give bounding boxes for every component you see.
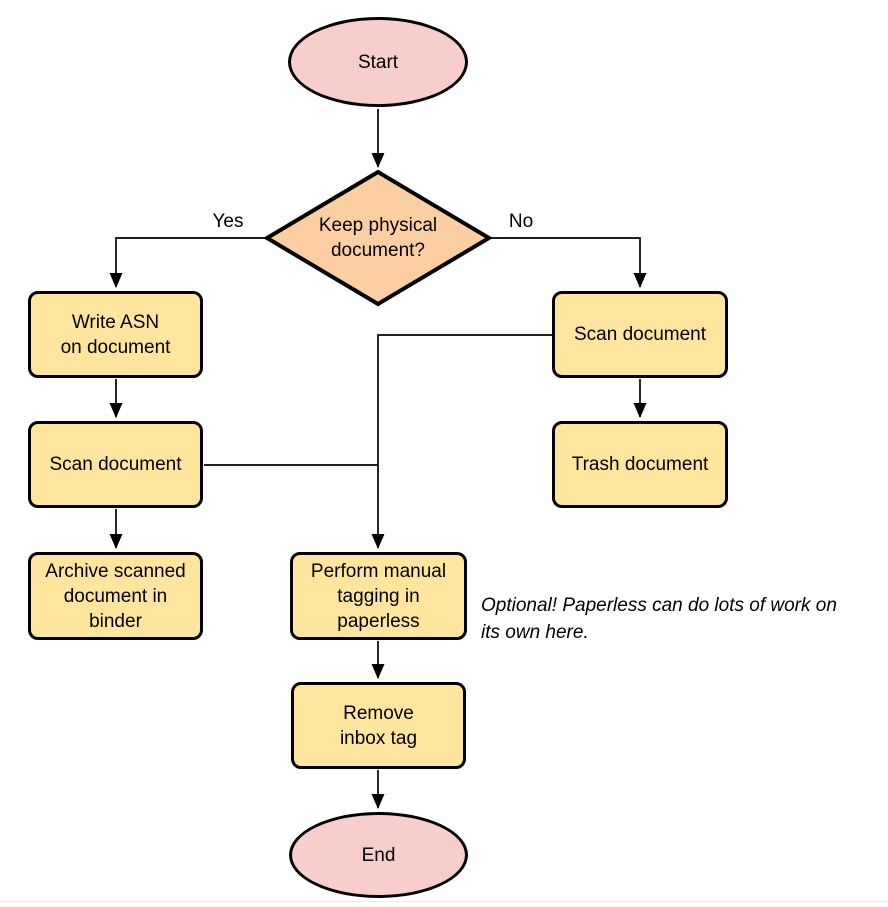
- node-perform-manual-tagging: Perform manual tagging in paperless: [290, 552, 467, 640]
- edge-decision-write-asn: [109, 237, 266, 288]
- node-end: End: [289, 812, 468, 898]
- node-archive-scanned-document: Archive scanned document in binder: [28, 552, 203, 640]
- decision-diamond-shape: [263, 169, 493, 307]
- node-scan-document-left: Scan document: [28, 421, 203, 508]
- node-decision-label: Keep physical document?: [318, 215, 438, 261]
- edge-label-yes: Yes: [212, 211, 244, 232]
- node-remove-inbox-tag: Remove inbox tag: [291, 682, 466, 769]
- node-write-asn-on-document: Write ASN on document: [28, 291, 203, 378]
- edge-label-no: No: [508, 211, 534, 232]
- edge-scan-right-tagging: [371, 334, 552, 549]
- page-bottom-edge: [0, 901, 888, 902]
- node-trash-document: Trash document: [552, 421, 728, 508]
- optional-note: Optional! Paperless can do lots of work …: [481, 595, 837, 643]
- node-scan-document-right: Scan document: [552, 291, 728, 378]
- edge-decision-scan-right: [490, 237, 647, 288]
- node-start: Start: [288, 17, 468, 107]
